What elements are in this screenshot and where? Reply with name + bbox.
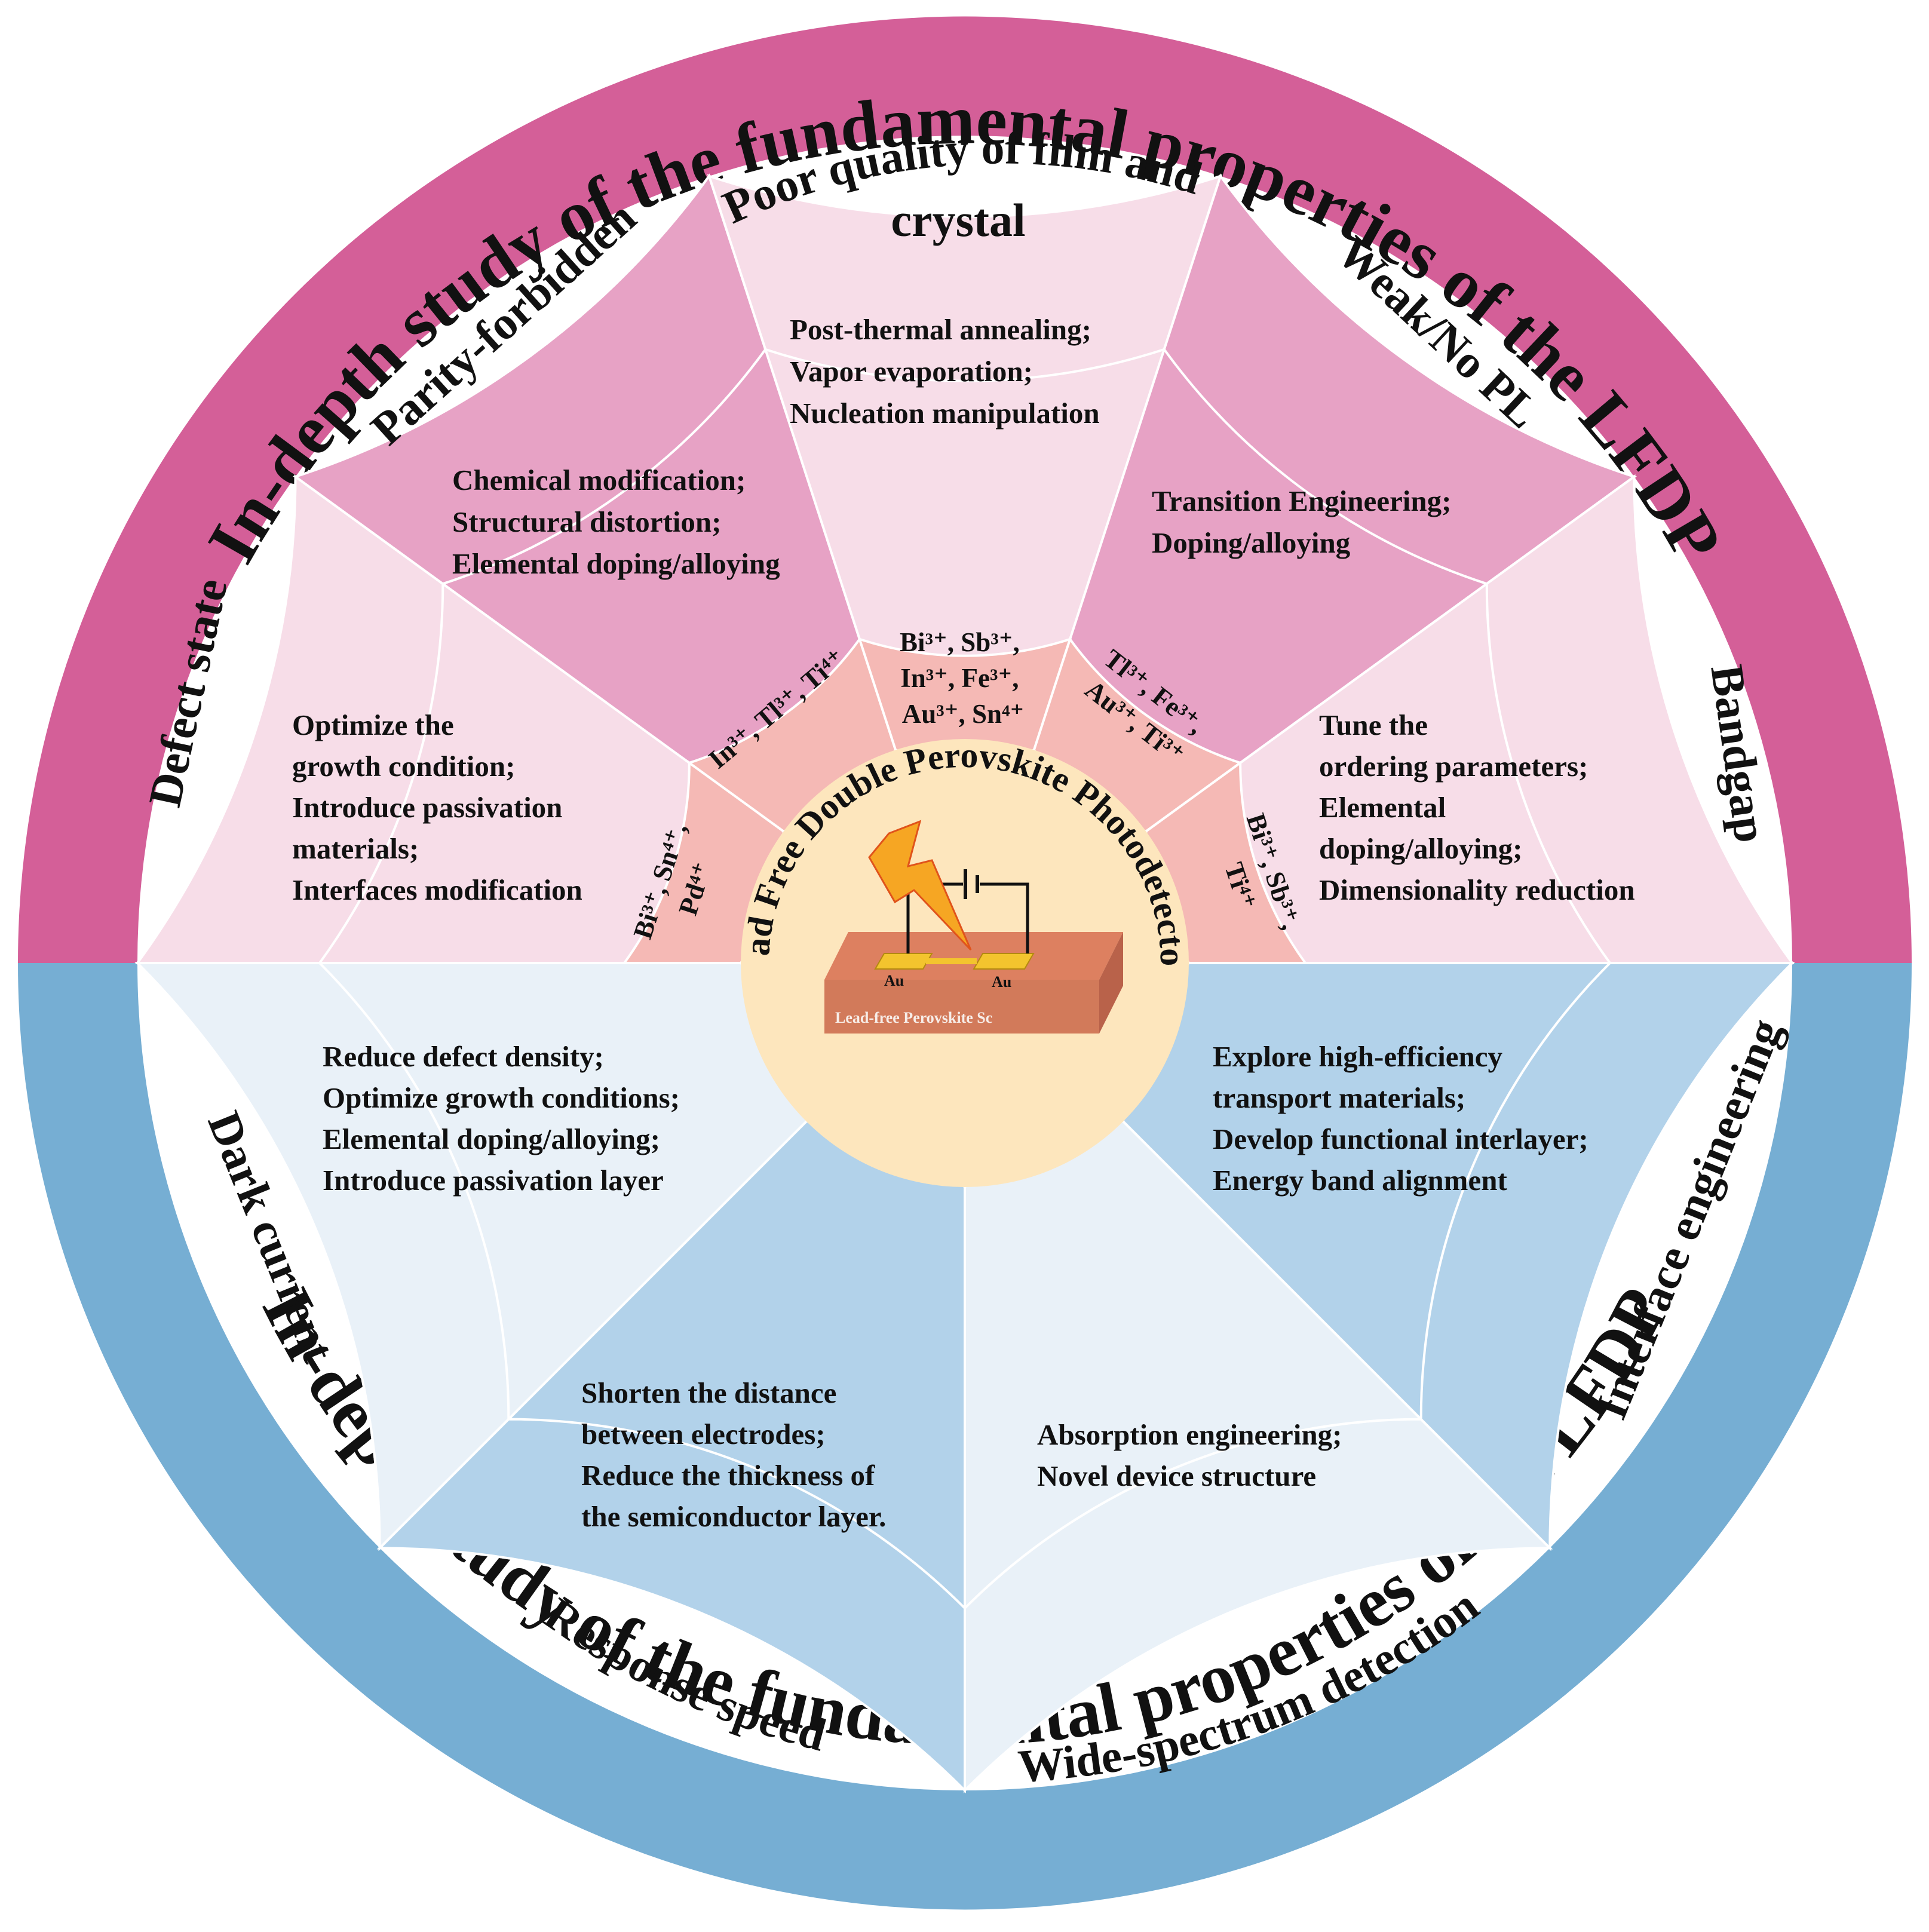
electrode-right	[973, 953, 1035, 970]
sector-layer	[134, 173, 1795, 1793]
strategy-wide: Absorption engineering; Novel device str…	[1037, 1418, 1350, 1492]
strategy-response: Shorten the distance between electrodes;…	[581, 1376, 886, 1533]
device-substrate-front	[824, 980, 1099, 1034]
strategy-defect: Optimize the growth condition; Introduce…	[292, 709, 582, 906]
device-illustration: Au Au Lead-free Perovskite Sc	[824, 820, 1123, 1034]
strategy-weakpl: Transition Engineering; Doping/alloying	[1152, 484, 1459, 559]
lightning-icon	[868, 820, 972, 951]
ions-film: Bi³⁺, Sb³⁺, In³⁺, Fe³⁺, Au³⁺, Sn⁴⁺	[900, 627, 1026, 729]
circuit-wire-right	[980, 882, 1029, 953]
sector-dark-band	[134, 962, 510, 1551]
strategy-parity: Chemical modification; Structural distor…	[452, 464, 780, 580]
strategy-bandgap: Tune the ordering parameters; Elemental …	[1319, 709, 1635, 906]
electrode-left-label: Au	[884, 972, 904, 989]
title-film-line2: crystal	[891, 194, 1025, 246]
substrate-label: Lead-free Perovskite Sc	[835, 1009, 992, 1026]
strategy-film: Post-thermal annealing; Vapor evaporatio…	[790, 313, 1100, 430]
outer-ring-top	[18, 16, 1912, 963]
device-substrate-top	[824, 932, 1123, 980]
channel-bar	[926, 958, 977, 964]
strategy-dark: Reduce defect density; Optimize growth c…	[323, 1040, 687, 1197]
electrode-right-label: Au	[992, 973, 1011, 990]
strategy-interface: Explore high-efficiency transport materi…	[1213, 1040, 1596, 1197]
electrode-left	[874, 953, 933, 970]
sector-interface-band	[1419, 962, 1795, 1551]
sector-wide-band	[964, 1418, 1553, 1793]
sector-response-band	[376, 1418, 966, 1793]
outer-ring-bottom	[18, 963, 1912, 1910]
device-substrate-side	[1099, 932, 1123, 1034]
